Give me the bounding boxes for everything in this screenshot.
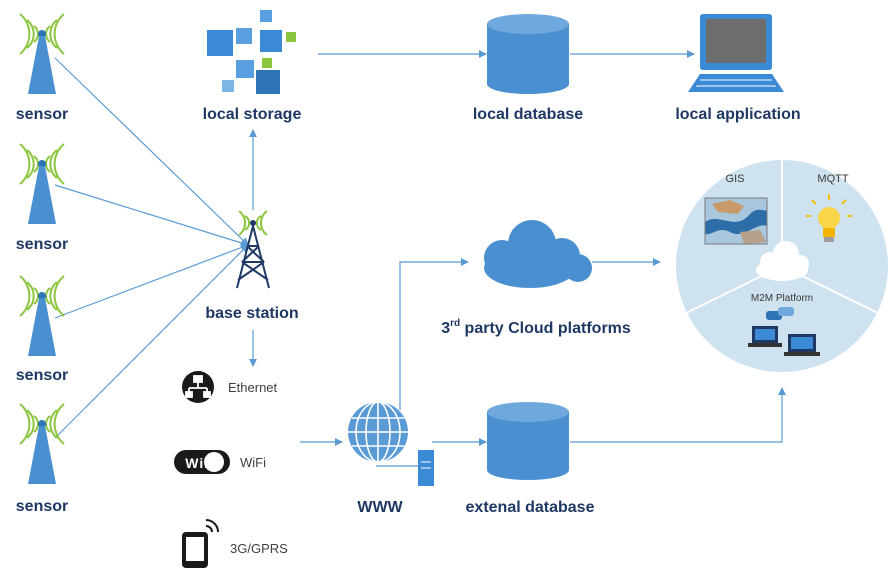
gis-label: GIS xyxy=(726,173,745,185)
signal-waves-icon xyxy=(238,210,268,236)
sensor-3 xyxy=(19,275,65,356)
map-thumbnail-icon xyxy=(704,197,768,245)
sensor-label: sensor xyxy=(16,236,68,253)
sensor-label: sensor xyxy=(16,367,68,384)
globe-icon xyxy=(348,401,408,463)
sensor-2 xyxy=(19,143,65,224)
wifi-label: WiFi xyxy=(240,455,266,470)
laptops-icon xyxy=(748,326,820,356)
base-station-label: base station xyxy=(205,305,298,322)
wifi-logo-text: WiFi xyxy=(185,455,218,471)
sensor-tower-icon xyxy=(28,298,56,356)
www-to-cloud-line xyxy=(399,258,469,410)
lightbulb-icon xyxy=(806,194,852,242)
mobile-label: 3G/GPRS xyxy=(230,541,288,556)
ethernet-icon xyxy=(182,371,214,403)
sensor1-to-base-line xyxy=(54,57,249,246)
computer-icon xyxy=(688,14,784,92)
www-label: WWW xyxy=(357,499,403,516)
sensor-1 xyxy=(19,13,65,94)
external-database-label: extenal database xyxy=(466,499,595,516)
local-storage-label: local storage xyxy=(203,106,302,123)
sensor-label: sensor xyxy=(16,498,68,515)
mobile-phone-icon xyxy=(182,519,219,568)
sensor4-to-base-line xyxy=(54,244,249,439)
sensor-tower-icon xyxy=(28,36,56,94)
local-database-icon xyxy=(487,14,569,94)
external-db-to-platform-line xyxy=(570,387,786,443)
cloud-small-icon xyxy=(756,241,809,281)
cloud-platforms-label: 3rd party Cloud platforms xyxy=(441,318,631,337)
local-storage-icon xyxy=(207,10,296,94)
sensor-label: sensor xyxy=(16,106,68,123)
connection-lines xyxy=(54,50,786,446)
cloud-label-prefix: 3 xyxy=(441,320,450,337)
local-application-label: local application xyxy=(675,106,800,123)
base-station-icon xyxy=(236,210,270,289)
sensor-4 xyxy=(19,403,65,484)
sensor-tower-icon xyxy=(28,166,56,224)
wifi-logo-icon: WiFi xyxy=(174,450,230,474)
cloud-label-suffix: party Cloud platforms xyxy=(460,320,631,337)
ethernet-label: Ethernet xyxy=(228,380,278,395)
sensor-tower-icon xyxy=(28,426,56,484)
signal-waves-icon xyxy=(19,13,65,55)
cloud-label-superscript: rd xyxy=(450,318,460,329)
sensor2-to-base-line xyxy=(54,184,249,247)
sensor3-to-base-line xyxy=(54,243,249,319)
cloud-icon xyxy=(484,220,592,288)
local-database-label: local database xyxy=(473,106,583,123)
m2m-platform-label: M2M Platform xyxy=(751,293,813,304)
external-database-icon xyxy=(487,402,569,480)
mqtt-label: MQTT xyxy=(817,173,848,185)
server-icon xyxy=(376,450,434,486)
platform-circle: GIS MQTT M2M Platfo xyxy=(676,160,888,372)
chat-bubbles-icon xyxy=(766,307,794,320)
